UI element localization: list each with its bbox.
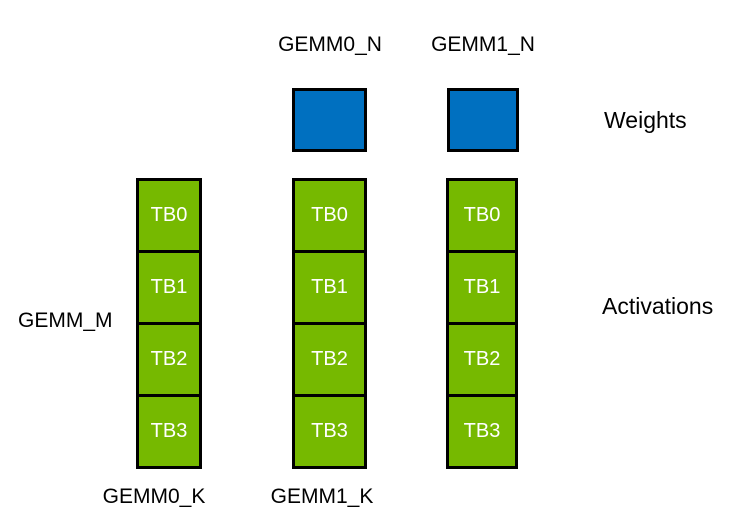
- tb-block: TB2: [295, 325, 364, 394]
- gemm-m-label: GEMM_M: [18, 309, 113, 332]
- tb-block: TB1: [139, 253, 199, 322]
- tb-block: TB0: [295, 181, 364, 250]
- tb-block: TB3: [139, 397, 199, 466]
- weight-block-gemm0: [292, 88, 367, 152]
- gemm1-k-label: GEMM1_K: [270, 485, 374, 508]
- tb-block: TB0: [449, 181, 515, 250]
- activations-label: Activations: [602, 293, 714, 319]
- tb-block: TB3: [295, 397, 364, 466]
- activation-column-2: TB0 TB1 TB2 TB3: [446, 178, 518, 469]
- tb-block: TB2: [449, 325, 515, 394]
- tb-block: TB2: [139, 325, 199, 394]
- tb-block: TB1: [295, 253, 364, 322]
- tb-block: TB0: [139, 181, 199, 250]
- weight-block-gemm1: [447, 88, 519, 152]
- gemm0-n-label-line1: GEMM0_N: [278, 33, 382, 56]
- tb-block: TB1: [449, 253, 515, 322]
- gemm0-k-label: GEMM0_K: [102, 485, 206, 508]
- weights-label: Weights: [604, 107, 687, 133]
- tb-block: TB3: [449, 397, 515, 466]
- activation-column-1: TB0 TB1 TB2 TB3: [292, 178, 367, 469]
- gemm1-n-label-line1: GEMM1_N: [431, 33, 535, 56]
- activation-column-0: TB0 TB1 TB2 TB3: [136, 178, 202, 469]
